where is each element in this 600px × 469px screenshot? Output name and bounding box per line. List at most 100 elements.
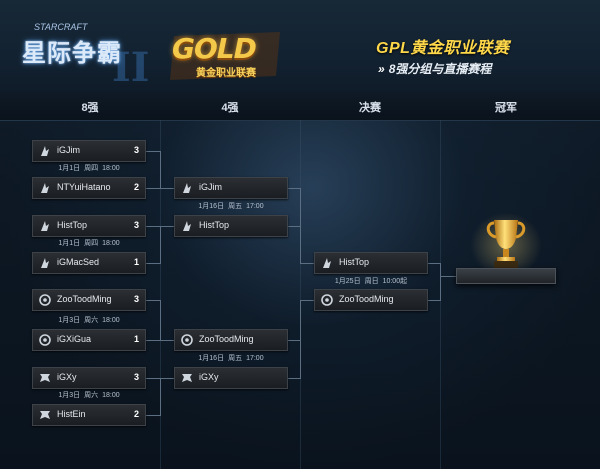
match-time: 17:00: [246, 203, 264, 210]
player-name: NTYuiHatano: [57, 182, 111, 192]
match-date: 1月16日: [198, 203, 225, 210]
bracket-line: [288, 378, 300, 379]
player-score: 2: [133, 182, 139, 192]
match-date: 1月25日: [334, 278, 361, 285]
player-name: iGJim: [57, 145, 80, 155]
match-player-slot[interactable]: iGXy 3: [32, 367, 146, 389]
bracket-line: [160, 226, 174, 227]
match-date: 1月3日: [58, 392, 81, 399]
league-title: GPL黄金职业联赛: [376, 40, 510, 57]
match-weekday: 周五: [228, 355, 243, 362]
zerg-icon: [39, 294, 51, 306]
bracket-line: [300, 300, 301, 379]
match-weekday: 周六: [84, 317, 99, 324]
bracket-line: [160, 340, 174, 341]
bracket-line: [300, 263, 314, 264]
bracket-line: [160, 226, 161, 264]
zerg-icon: [39, 334, 51, 346]
bracket-line: [428, 263, 440, 264]
trophy-icon: [486, 220, 526, 268]
bracket-line: [160, 188, 174, 189]
player-score: 1: [133, 334, 139, 344]
match-time: 17:00: [246, 355, 264, 362]
match-player-slot[interactable]: ZooToodMing: [174, 329, 288, 351]
starcraft-small-text: STARCRAFT: [34, 22, 88, 32]
match-player-slot[interactable]: iGMacSed 1: [32, 252, 146, 274]
match-player-slot[interactable]: ZooToodMing 3: [32, 289, 146, 311]
match-player-slot[interactable]: iGXy: [174, 367, 288, 389]
player-name: iGXiGua: [57, 334, 92, 344]
zerg-icon: [181, 334, 193, 346]
league-subtitle: »8强分组与直播赛程: [378, 60, 491, 77]
bracket-line: [146, 300, 160, 301]
bracket-line: [300, 300, 314, 301]
terran-icon: [40, 411, 50, 419]
protoss-icon: [323, 258, 331, 268]
bracket-line: [146, 263, 160, 264]
player-name: HistTop: [339, 257, 370, 267]
terran-icon: [40, 374, 50, 382]
match-date: 1月1日: [58, 165, 81, 172]
player-score: 3: [133, 294, 139, 304]
bracket-line: [440, 276, 456, 277]
match-player-slot[interactable]: HistTop 3: [32, 215, 146, 237]
bracket-line: [160, 378, 174, 379]
bracket-line: [300, 188, 301, 264]
gold-logo-word: GOLD: [172, 32, 257, 65]
player-name: ZooToodMing: [199, 334, 254, 344]
starcraft-title: 星际争霸: [22, 38, 122, 67]
terran-icon: [182, 374, 192, 382]
bracket-line: [288, 340, 300, 341]
bracket-line: [160, 378, 161, 416]
player-name: iGJim: [199, 182, 222, 192]
bracket-line: [428, 300, 440, 301]
bracket-line: [146, 151, 160, 152]
bracket-line: [146, 415, 160, 416]
match-player-slot[interactable]: HistEin 2: [32, 404, 146, 426]
column-divider: [160, 120, 161, 469]
match-player-slot[interactable]: ZooToodMing: [314, 289, 428, 311]
match-date: 1月16日: [198, 355, 225, 362]
match-player-slot[interactable]: iGJim: [174, 177, 288, 199]
player-score: 3: [133, 220, 139, 230]
bracket-line: [146, 226, 160, 227]
starcraft-logo: II: [20, 24, 160, 91]
match-time: 10:00起: [382, 278, 408, 285]
match-player-slot[interactable]: NTYuiHatano 2: [32, 177, 146, 199]
player-score: 3: [133, 145, 139, 155]
match-player-slot[interactable]: iGJim 3: [32, 140, 146, 162]
bracket-line: [146, 188, 160, 189]
player-score: 1: [133, 257, 139, 267]
match-time: 18:00: [102, 317, 120, 324]
gold-logo-subtitle: 黄金职业联赛: [196, 68, 256, 79]
zerg-icon: [321, 294, 333, 306]
protoss-icon: [41, 183, 49, 193]
match-date: 1月3日: [58, 317, 81, 324]
player-score: 3: [133, 372, 139, 382]
column-divider: [300, 120, 301, 469]
match-player-slot[interactable]: iGXiGua 1: [32, 329, 146, 351]
player-name: iGXy: [57, 372, 77, 382]
match-time: 18:00: [102, 392, 120, 399]
bracket-line: [146, 378, 160, 379]
bracket-line: [288, 188, 300, 189]
match-player-slot[interactable]: HistTop: [174, 215, 288, 237]
match-player-slot[interactable]: HistTop: [314, 252, 428, 274]
round-header-bar: 8强 4强 决赛 冠军: [0, 92, 600, 121]
header-banner: II STARCRAFT 星际争霸 GOLD 黄金职业联赛 GPL黄金职业联赛 …: [0, 0, 600, 93]
match-weekday: 周四: [84, 240, 99, 247]
gold-logo: [168, 30, 286, 82]
match-weekday: 周日: [364, 278, 379, 285]
round-label-semifinal: 4强: [221, 102, 239, 114]
bracket-line: [288, 226, 300, 227]
protoss-icon: [41, 221, 49, 231]
starcraft-numeral: II: [112, 44, 150, 91]
